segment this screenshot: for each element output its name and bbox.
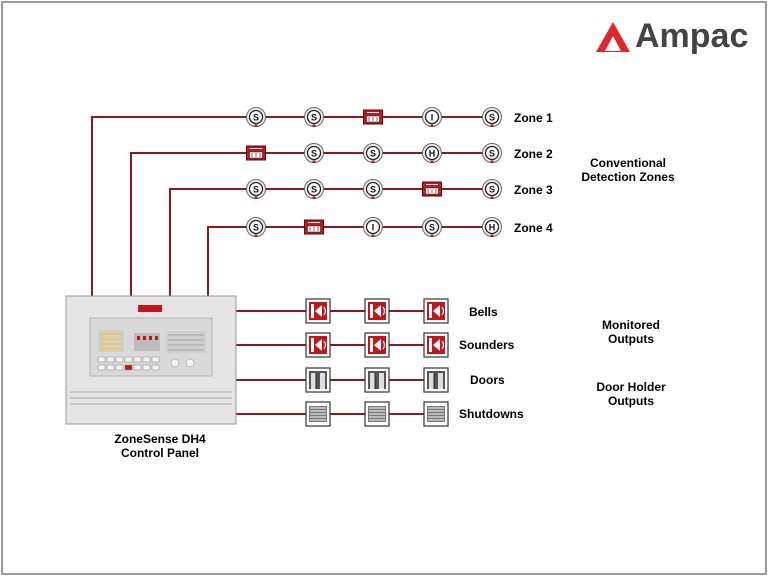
- panel-caption: ZoneSense DH4 Control Panel: [90, 432, 230, 460]
- doors-label: Doors: [470, 373, 505, 387]
- panel-keypad-button: [115, 364, 124, 371]
- shutdown-icon: [423, 401, 449, 427]
- panel-keypad-button: [151, 364, 160, 371]
- panel-keypad-button: [124, 364, 133, 371]
- conventional-line-2: Detection Zones: [581, 170, 675, 184]
- panel-keypad-button: [133, 364, 142, 371]
- ionisation-detector-icon: I: [422, 107, 442, 127]
- smoke-detector-icon: S: [482, 143, 502, 163]
- panel-caption-line-2: Control Panel: [120, 446, 199, 460]
- bell-icon: [364, 298, 390, 324]
- panel-keypad-button: [151, 356, 160, 363]
- detector-type-glyph: S: [429, 223, 435, 233]
- panel-keypad-button: [142, 356, 151, 363]
- detector-type-glyph: S: [253, 113, 259, 123]
- brand-name: Ampac: [635, 17, 749, 55]
- detector-type-glyph: S: [311, 185, 317, 195]
- conventional-line-1: Conventional: [589, 156, 666, 170]
- panel-keypad-button: [97, 356, 106, 363]
- shutdowns-label: Shutdowns: [459, 407, 524, 421]
- heat-detector-icon: H: [482, 217, 502, 237]
- heat-detector-icon: H: [422, 143, 442, 163]
- ampac-logo-mark: [596, 22, 630, 52]
- manual-call-point-icon: [304, 219, 324, 235]
- bell-icon: [305, 298, 331, 324]
- detector-type-glyph: S: [253, 223, 259, 233]
- smoke-detector-icon: S: [304, 107, 324, 127]
- panel-text-area: [166, 331, 206, 353]
- panel-indicator-area: [98, 330, 124, 352]
- detector-type-glyph: S: [489, 185, 495, 195]
- detector-type-glyph: S: [253, 185, 259, 195]
- panel-nav-button: [185, 358, 195, 368]
- zone-1-label: Zone 1: [514, 111, 553, 125]
- zone-4-label: Zone 4: [514, 221, 553, 235]
- monitored-line-2: Outputs: [608, 332, 654, 346]
- detector-type-glyph: H: [429, 149, 436, 159]
- smoke-detector-icon: S: [246, 217, 266, 237]
- panel-keypad-button: [124, 356, 133, 363]
- panel-nav-button: [170, 358, 180, 368]
- door-icon: [305, 367, 331, 393]
- zone-wire: [169, 188, 492, 296]
- detector-type-glyph: S: [489, 149, 495, 159]
- door-holder-line-1: Door Holder: [596, 380, 666, 394]
- door-icon: [423, 367, 449, 393]
- zone-3-label: Zone 3: [514, 183, 553, 197]
- monitored-outputs-label: Monitored Outputs: [571, 318, 691, 346]
- smoke-detector-icon: S: [482, 107, 502, 127]
- panel-keypad-button: [142, 364, 151, 371]
- smoke-detector-icon: S: [422, 217, 442, 237]
- detector-type-glyph: S: [370, 149, 376, 159]
- bells-label: Bells: [469, 305, 498, 319]
- detector-type-glyph: S: [311, 149, 317, 159]
- detector-type-glyph: S: [489, 113, 495, 123]
- conventional-zones-label: Conventional Detection Zones: [568, 156, 688, 184]
- shutdown-icon: [305, 401, 331, 427]
- panel-keypad-button: [133, 356, 142, 363]
- shutdown-icon: [364, 401, 390, 427]
- zone-wire: [207, 226, 492, 296]
- door-icon: [364, 367, 390, 393]
- ionisation-detector-icon: I: [363, 217, 383, 237]
- smoke-detector-icon: S: [363, 179, 383, 199]
- control-panel: [65, 295, 237, 425]
- smoke-detector-icon: S: [246, 107, 266, 127]
- sounders-label: Sounders: [459, 338, 515, 352]
- monitored-line-1: Monitored: [602, 318, 660, 332]
- panel-keypad-button: [115, 356, 124, 363]
- manual-call-point-icon: [246, 145, 266, 161]
- bell-icon: [423, 298, 449, 324]
- detector-type-glyph: S: [370, 185, 376, 195]
- smoke-detector-icon: S: [246, 179, 266, 199]
- manual-call-point-icon: [363, 109, 383, 125]
- door-holder-line-2: Outputs: [608, 394, 654, 408]
- panel-zone-leds: [134, 333, 160, 351]
- manual-call-point-icon: [422, 181, 442, 197]
- bell-icon: [364, 332, 390, 358]
- panel-brand-badge: [138, 305, 162, 312]
- zone-2-label: Zone 2: [514, 147, 553, 161]
- detector-type-glyph: S: [311, 113, 317, 123]
- bell-icon: [305, 332, 331, 358]
- panel-keypad-button: [106, 364, 115, 371]
- panel-keypad-button: [106, 356, 115, 363]
- smoke-detector-icon: S: [304, 143, 324, 163]
- detector-type-glyph: I: [372, 223, 375, 233]
- door-holder-outputs-label: Door Holder Outputs: [571, 380, 691, 408]
- panel-caption-line-1: ZoneSense DH4: [114, 432, 206, 446]
- zone-devices: S S I S S S H S S S S S S I S H: [246, 107, 502, 237]
- smoke-detector-icon: S: [304, 179, 324, 199]
- smoke-detector-icon: S: [363, 143, 383, 163]
- smoke-detector-icon: S: [482, 179, 502, 199]
- output-devices: [305, 298, 449, 427]
- bell-icon: [423, 332, 449, 358]
- zone-wire: [91, 116, 492, 296]
- detector-type-glyph: H: [489, 223, 496, 233]
- detector-type-glyph: I: [431, 113, 434, 123]
- panel-keypad-button: [97, 364, 106, 371]
